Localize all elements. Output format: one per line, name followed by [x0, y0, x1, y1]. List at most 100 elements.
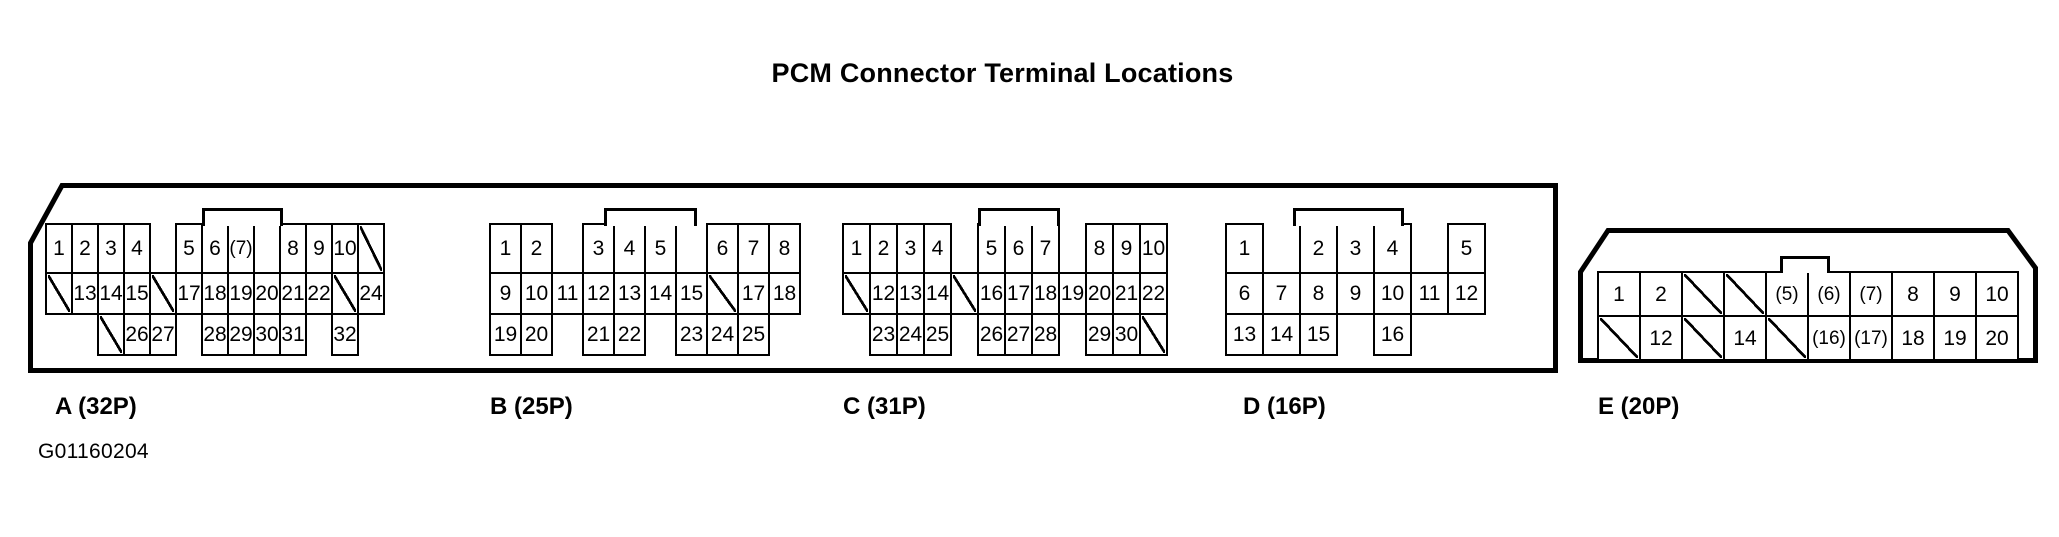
pin-cell: 2 [1638, 270, 1684, 318]
pin-gap [552, 224, 583, 273]
pin-cell: 3 [1335, 222, 1376, 275]
pin-gap [1263, 224, 1300, 273]
pin-cell: 23 [674, 312, 709, 357]
pin-gap [769, 314, 800, 355]
pin-cell: 12 [1638, 314, 1684, 362]
pin-cell: 1 [488, 222, 523, 275]
pin-cell: (17) [1848, 314, 1894, 362]
pin-gap [843, 314, 870, 355]
pin-cell: 6 [1224, 271, 1265, 316]
pin-cell: 1 [1224, 222, 1265, 275]
pin-cavity-unused [330, 271, 360, 316]
pin-cell: 8 [1890, 270, 1936, 318]
pin-cell: 23 [868, 312, 899, 357]
pin-cell: 7 [736, 222, 771, 275]
pin-cell: 21 [581, 312, 616, 357]
pin-cell: 8 [1298, 271, 1339, 316]
pin-cell: 28 [1030, 312, 1061, 357]
pin-cell: 24 [705, 312, 740, 357]
pin-cell: 12 [868, 271, 899, 316]
pin-cell: 14 [1722, 314, 1768, 362]
pin-cell: 29 [226, 312, 256, 357]
pin-cell: 2 [868, 222, 899, 275]
pin-cell: 27 [1003, 312, 1034, 357]
pin-gap [1059, 224, 1086, 273]
pin-cell: 15 [122, 271, 152, 316]
pin-gap [150, 224, 176, 273]
connector-b-caption: B (25P) [490, 393, 573, 420]
pin-gap [645, 314, 676, 355]
pin-cell: 25 [736, 312, 771, 357]
pin-cell: 18 [200, 271, 230, 316]
pin-cavity-unused [44, 271, 74, 316]
pin-cell: 7 [1030, 222, 1061, 275]
pin-gap [951, 314, 978, 355]
pin-cell: 18 [1890, 314, 1936, 362]
pin-gap [254, 224, 280, 273]
figure-id: G01160204 [38, 440, 149, 463]
pin-cell: 6 [705, 222, 740, 275]
pin-cell: 21 [1111, 271, 1142, 316]
pin-cavity-unused [1138, 312, 1169, 357]
pin-cell: 10 [1138, 222, 1169, 275]
pin-cell: 1 [44, 222, 74, 275]
pin-cell: 28 [200, 312, 230, 357]
connector-a-caption: A (32P) [55, 393, 137, 420]
pin-gap [1411, 224, 1448, 273]
pin-cell: 8 [278, 222, 308, 275]
pin-cell: 4 [922, 222, 953, 275]
connector-e-caption: E (20P) [1598, 393, 1680, 420]
pin-cell: 13 [612, 271, 647, 316]
pin-cell: 4 [1372, 222, 1413, 275]
pin-cell: 20 [1084, 271, 1115, 316]
pin-cell: 12 [581, 271, 616, 316]
pin-cavity-unused [705, 271, 740, 316]
pin-cell: 17 [736, 271, 771, 316]
pin-cell: 3 [96, 222, 126, 275]
pin-cavity-unused [1596, 314, 1642, 362]
pin-cell: 4 [612, 222, 647, 275]
pin-cell: 20 [519, 312, 554, 357]
pin-cell: 13 [1224, 312, 1265, 357]
pin-cell: 9 [304, 222, 334, 275]
pin-cell: 13 [70, 271, 100, 316]
pin-cell: 18 [1030, 271, 1061, 316]
pin-cell: 17 [1003, 271, 1034, 316]
connector-d-caption: D (16P) [1243, 393, 1326, 420]
pin-cell: 19 [1932, 314, 1978, 362]
pin-cell: 5 [976, 222, 1007, 275]
pin-cell: 18 [767, 271, 802, 316]
pin-cell: 30 [252, 312, 282, 357]
pin-cell: 6 [200, 222, 230, 275]
pin-gap [676, 224, 707, 273]
pin-cell: 16 [976, 271, 1007, 316]
pin-cell: 9 [1111, 222, 1142, 275]
pin-gap [1059, 314, 1086, 355]
connector-d-latch [1293, 208, 1404, 226]
pin-cavity-unused [356, 222, 386, 275]
pin-gap [1411, 314, 1448, 355]
connector-a-latch [202, 208, 283, 226]
pin-gap [46, 314, 72, 355]
page-title-text: PCM Connector Terminal Locations [771, 58, 1234, 88]
pin-gap [1337, 314, 1374, 355]
pin-cell: 27 [148, 312, 178, 357]
pin-cell: (7) [1848, 270, 1894, 318]
pin-cell: 15 [674, 271, 709, 316]
pin-cell: (7) [226, 222, 256, 275]
pin-gap [72, 314, 98, 355]
pin-cell: 9 [1335, 271, 1376, 316]
pin-cell: 3 [581, 222, 616, 275]
pin-cell: 29 [1084, 312, 1115, 357]
pin-cell: (16) [1806, 314, 1852, 362]
pin-cell: 30 [1111, 312, 1142, 357]
pin-cell: 22 [304, 271, 334, 316]
pin-cell: 21 [278, 271, 308, 316]
pin-cavity-unused [1722, 270, 1768, 318]
pin-cell: 9 [488, 271, 523, 316]
pin-cell: 25 [922, 312, 953, 357]
pin-cell: 22 [612, 312, 647, 357]
